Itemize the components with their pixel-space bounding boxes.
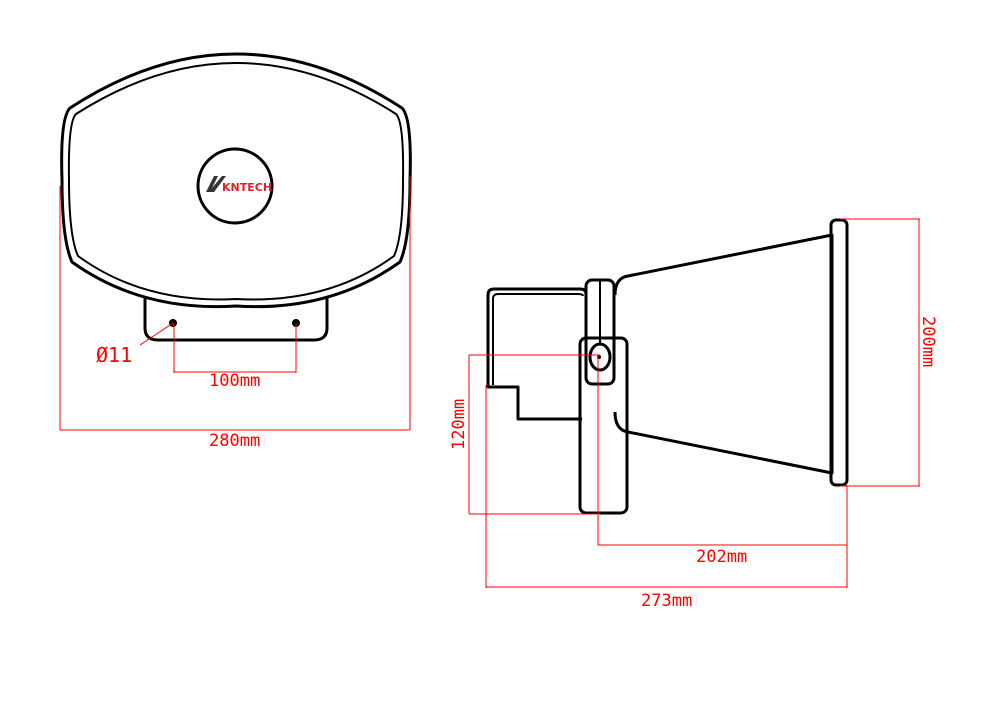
total-depth-dimension [485,385,847,588]
mount-bracket [143,296,329,342]
logo-text: KNTECH [222,181,272,194]
height-dimension [840,218,920,487]
width-label: 280mm [209,431,260,451]
bracket-plate-lower [578,336,629,515]
hole-diameter-label: Ø11 [96,343,132,367]
hole-spacing-dimension [173,323,297,373]
pivot-bolt [588,342,612,372]
hole-leader-line [139,322,174,346]
hole-spacing-label: 100mm [209,371,260,391]
mount-height-dimension [468,354,600,515]
side-view: 200mm 120mm 202mm 273mm [449,218,938,611]
horn-outer-rim [60,52,412,309]
logo-circle [196,147,274,225]
wall-bracket-outer [486,287,588,421]
mount-height-label: 120mm [449,399,469,450]
logo-mark-icon [206,176,226,192]
horn-depth-dimension [597,355,848,588]
horn-front-rim [829,218,849,487]
total-depth-label: 273mm [641,591,692,611]
front-view: KNTECH Ø11 100mm 280mm [59,52,412,451]
horn-depth-label: 202mm [696,547,747,567]
horn-body [613,233,834,475]
height-label: 200mm [918,316,938,367]
wall-bracket-inner [492,293,584,385]
width-dimension [59,176,411,431]
bracket-plate-upper [584,278,616,386]
horn-inner-rim [67,62,405,301]
